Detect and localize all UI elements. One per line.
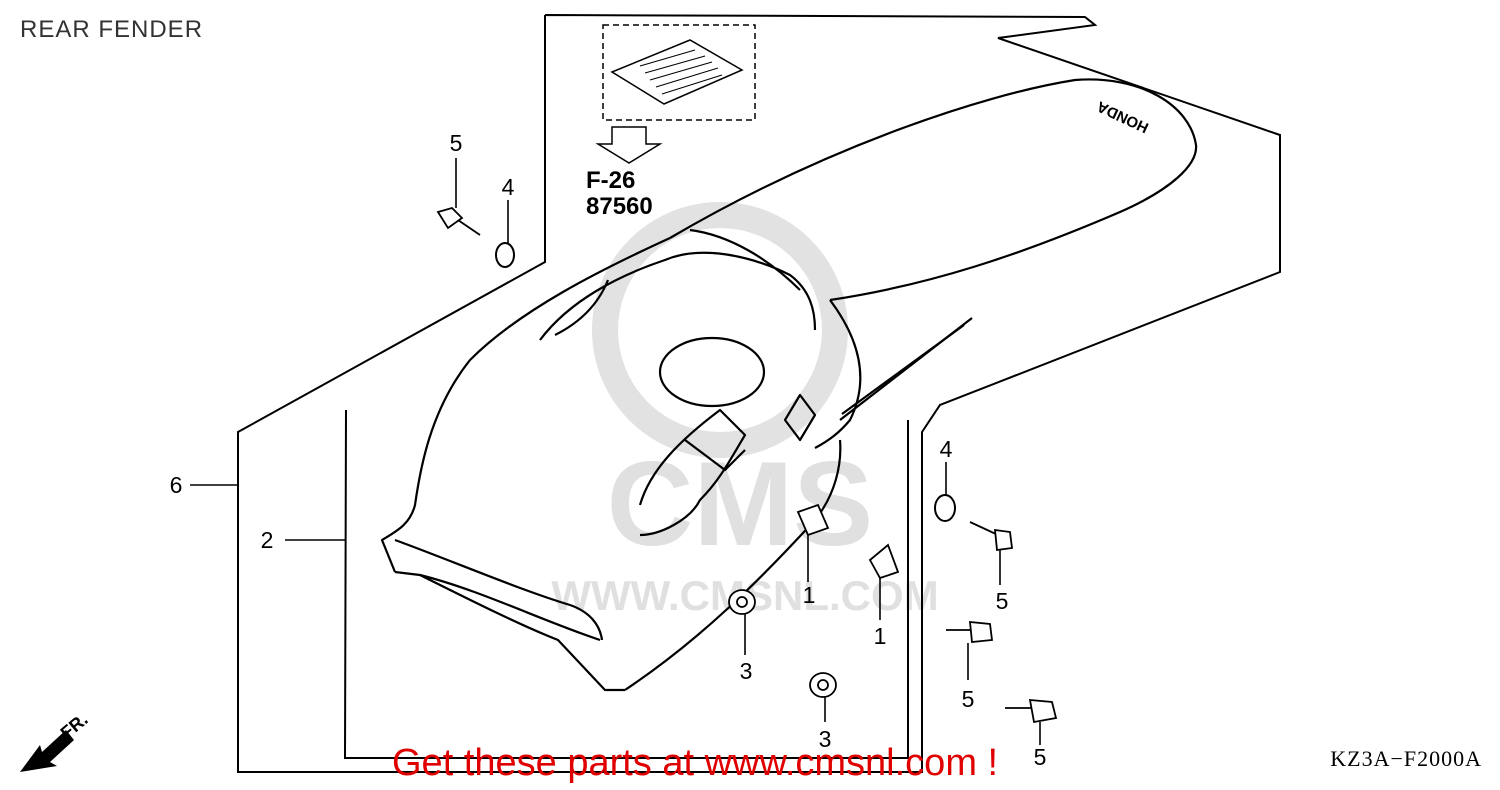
decal-inset xyxy=(595,24,756,164)
rear-fender: HONDA xyxy=(380,78,1198,692)
callout-2: 2 xyxy=(260,527,274,553)
reference-label: F-26 87560 xyxy=(586,168,653,220)
callout-1-a: 1 xyxy=(802,582,816,608)
bolt-5-top xyxy=(436,206,481,236)
washer-4-top xyxy=(495,242,515,268)
bolt-5-b xyxy=(946,620,994,643)
front-direction-arrow-icon xyxy=(20,730,74,772)
diagram-title: REAR FENDER xyxy=(20,16,204,43)
callout-6: 6 xyxy=(169,472,183,498)
bolt-5-c xyxy=(1005,698,1058,724)
callout-5-top: 5 xyxy=(449,130,463,156)
bolt-5-a xyxy=(969,521,1014,552)
watermark-cms-text: CMS xyxy=(607,437,874,571)
grommet-3-b xyxy=(809,672,837,698)
callout-5-b: 5 xyxy=(961,686,975,712)
diagram-code: KZ3A−F2000A xyxy=(1330,746,1482,771)
callout-1-b: 1 xyxy=(873,623,887,649)
ref-section: F-26 xyxy=(586,167,636,194)
assembly-boundary-outer xyxy=(237,14,1281,773)
promo-link-text[interactable]: Get these parts at www.cmsnl.com ! xyxy=(392,742,999,784)
washer-4-right xyxy=(934,494,956,522)
callout-3-b: 3 xyxy=(818,726,832,752)
grommet-3-a xyxy=(728,589,756,615)
honda-brand-mark: HONDA xyxy=(1094,97,1151,136)
callout-3-a: 3 xyxy=(739,658,753,684)
leader-lines xyxy=(190,158,1041,745)
nut-1-b xyxy=(868,543,900,580)
ref-part-number: 87560 xyxy=(586,193,653,220)
callout-5-a: 5 xyxy=(995,588,1009,614)
callout-4-top: 4 xyxy=(501,174,515,200)
reference-arrow-icon xyxy=(595,126,663,164)
nut-1-a xyxy=(796,503,830,537)
assembly-boundary-inner xyxy=(343,409,909,759)
callout-5-c: 5 xyxy=(1033,744,1047,770)
cms-watermark: CMS WWW.CMSNL.COM xyxy=(551,202,939,619)
callout-4-right: 4 xyxy=(939,436,953,462)
